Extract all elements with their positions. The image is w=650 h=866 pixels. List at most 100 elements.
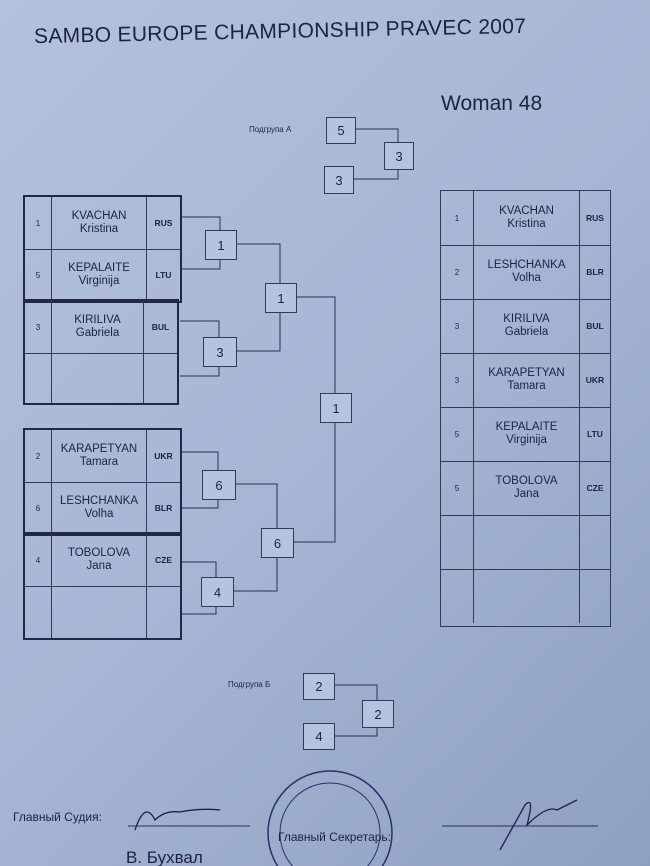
first-name: Volha [84,508,114,520]
chief-judge-label: Главный Судия: [13,810,102,824]
last-name: KARAPETYAN [60,443,138,455]
country: UKR [585,375,605,385]
country: RUS [154,218,173,228]
first-name: Tamara [79,456,119,468]
seed: 6 [25,482,52,534]
first-name: Virginija [78,275,120,287]
match-p1-r1a: 1 [205,230,237,260]
seed: 3 [25,301,52,353]
first-name: Tamara [507,380,546,392]
standings-row [441,569,610,623]
first-name: Gabriela [504,326,549,338]
last-name: KIRILIVA [74,314,121,326]
place [441,515,474,569]
match-final: 1 [320,393,352,423]
place: 5 [441,461,474,515]
country: LTU [155,270,172,280]
weight-category: Woman 48 [441,92,543,115]
country: BLR [154,503,173,513]
country: BUL [151,322,170,332]
first-name: Kristina [507,218,546,230]
match-p2-r1b: 4 [201,577,234,607]
country: BUL [586,321,604,331]
repechage-b-winner: 2 [362,700,394,728]
place [441,569,474,623]
last-name: LESHCHANKA [487,259,566,271]
seed: 4 [25,534,52,586]
country: UKR [154,451,173,461]
competitor-row-empty [25,586,180,638]
place: 1 [441,191,474,245]
country: LTU [587,429,603,439]
seed: 1 [25,197,52,249]
repechage-a-label: Подгрупа А [249,125,292,134]
last-name: TOBOLOVA [495,475,558,487]
country [580,515,610,569]
last-name: TOBOLOVA [67,547,131,559]
seed: 2 [25,430,52,482]
country: RUS [586,213,604,223]
country: CZE [586,483,604,493]
place: 3 [441,353,474,407]
repechage-a-winner: 3 [384,142,414,170]
match-p2-r1a: 6 [202,470,236,500]
country: CZE [155,555,172,565]
seed: 5 [25,249,52,301]
judge-name: В. Бухвал [126,848,203,866]
country [144,353,177,403]
competitor-name [52,586,147,638]
first-name: Kristina [79,223,119,235]
last-name: KEPALAITE [495,421,558,433]
chief-secretary-label: Главный Секретарь: [278,830,391,844]
repechage-a-top: 5 [326,117,356,144]
competitor-name [52,353,144,403]
match-p1-r1b: 3 [203,337,237,367]
match-p2-final: 6 [261,528,294,558]
last-name: KVACHAN [499,205,554,217]
repechage-b-bottom: 4 [303,723,335,750]
last-name: KVACHAN [71,210,127,222]
competitor-row-empty [25,353,177,403]
seed [25,586,52,638]
repechage-a-bottom: 3 [324,166,354,194]
first-name: Jana [514,488,539,500]
last-name: KEPALAITE [68,262,130,274]
place: 2 [441,245,474,299]
seed [25,353,52,403]
first-name: Gabriela [75,327,120,339]
competitor-name [474,569,580,623]
place: 3 [441,299,474,353]
last-name: KARAPETYAN [488,367,565,379]
place: 5 [441,407,474,461]
repechage-b-label: Подгрупа Б [228,680,271,689]
competitor-name [474,515,580,569]
country: BLR [586,267,604,277]
